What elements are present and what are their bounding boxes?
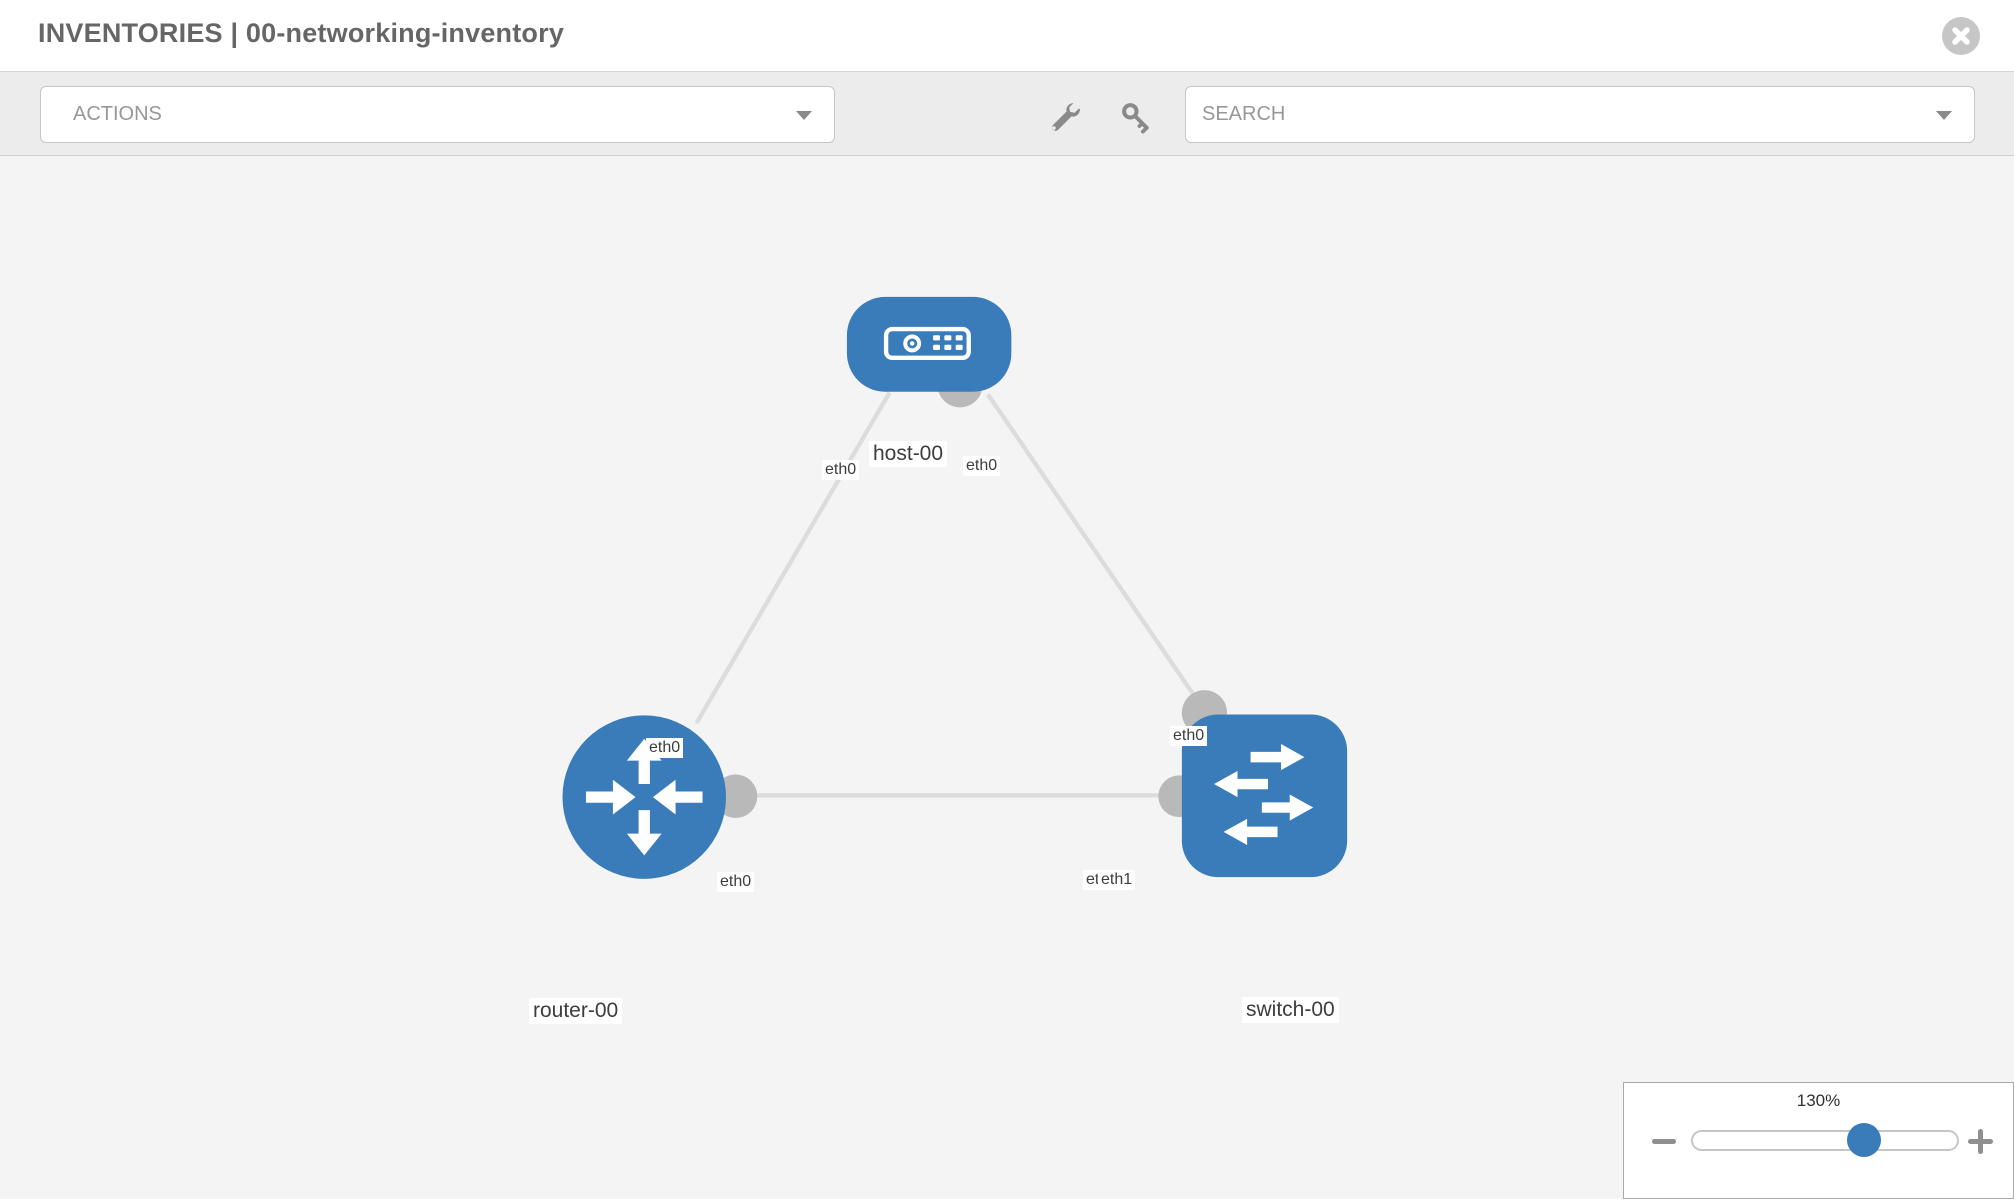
header: INVENTORIES | 00-networking-inventory <box>0 0 2014 71</box>
port-label-host-eth0-right: eth0 <box>963 456 1001 476</box>
node-switch-00[interactable] <box>1181 714 1348 878</box>
actions-dropdown-label: ACTIONS <box>73 103 162 125</box>
zoom-slider-thumb[interactable] <box>1847 1123 1881 1157</box>
zoom-slider[interactable] <box>1691 1123 1959 1157</box>
node-label-router: router-00 <box>529 998 623 1024</box>
topology-graph <box>562 296 1348 879</box>
port-label-host-eth0-left: eth0 <box>822 460 860 480</box>
topology-canvas[interactable]: host-00 router-00 switch-00 eth0 eth0 et… <box>0 156 2014 1199</box>
node-label-host: host-00 <box>869 441 948 467</box>
node-host-00[interactable] <box>846 296 1012 392</box>
link-host-router <box>694 391 892 725</box>
port-label-router-eth0-top: eth0 <box>646 738 684 758</box>
chevron-down-icon <box>1936 110 1952 120</box>
plus-icon <box>1967 1128 1993 1154</box>
minus-icon <box>1652 1138 1676 1144</box>
key-icon <box>1122 103 1149 134</box>
switch-icon <box>1214 744 1314 845</box>
close-icon <box>1952 27 1970 45</box>
zoom-out-button[interactable] <box>1650 1123 1678 1159</box>
node-router-00[interactable] <box>562 715 727 879</box>
host-icon <box>883 326 971 360</box>
port-label-switch-eth1-left: eth1 <box>1098 870 1136 890</box>
actions-dropdown[interactable]: ACTIONS <box>40 86 835 143</box>
router-icon <box>585 738 703 856</box>
zoom-in-button[interactable] <box>1966 1123 1994 1159</box>
port-label-router-eth0-right: eth0 <box>717 872 755 892</box>
close-button[interactable] <box>1942 17 1980 55</box>
credentials-button[interactable] <box>1118 99 1154 135</box>
node-label-switch: switch-00 <box>1242 997 1339 1023</box>
link-host-switch <box>986 393 1209 716</box>
port-label-switch-eth0-top: eth0 <box>1170 726 1208 746</box>
zoom-percentage: 130% <box>1796 1091 1841 1110</box>
search-placeholder: SEARCH <box>1202 103 1286 125</box>
wrench-icon <box>1052 102 1081 131</box>
chevron-down-icon <box>796 110 812 120</box>
search-dropdown[interactable]: SEARCH <box>1185 86 1975 143</box>
zoom-panel: 130% <box>1623 1082 2014 1199</box>
page-title: INVENTORIES | 00-networking-inventory <box>38 18 565 48</box>
toolbar: ACTIONS SEARCH <box>0 71 2014 156</box>
tools-button[interactable] <box>1047 99 1083 135</box>
